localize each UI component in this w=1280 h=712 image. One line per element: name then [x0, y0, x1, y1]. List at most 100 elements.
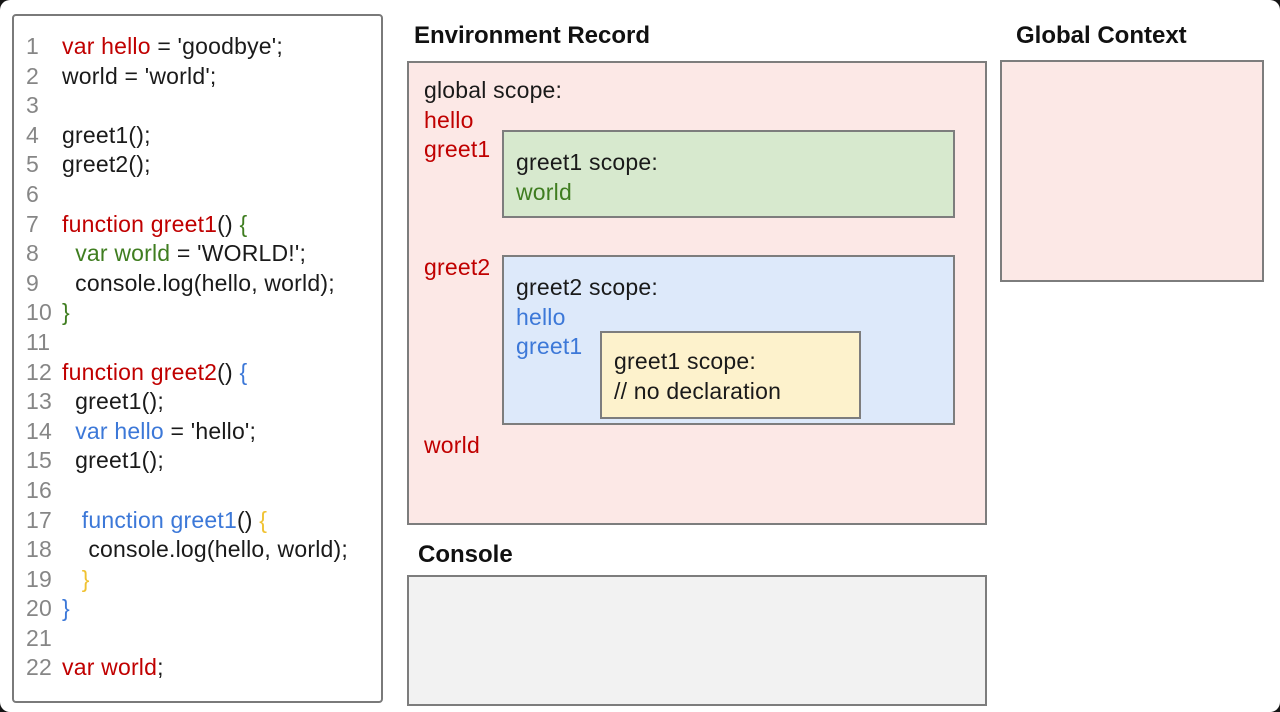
code-segment: ()	[217, 210, 240, 237]
global-scope-label: global scope:	[424, 77, 563, 103]
line-number: 10	[26, 299, 52, 326]
code-text: var hello = 'goodbye';	[62, 32, 381, 62]
code-line: 13 greet1();	[14, 387, 381, 417]
code-text: function greet2() {	[62, 358, 381, 388]
code-line: 18 console.log(hello, world);	[14, 535, 381, 565]
code-text	[62, 624, 381, 654]
code-text: function greet1() {	[62, 506, 381, 536]
environment-record-title: Environment Record	[414, 22, 651, 49]
code-text: greet1();	[62, 387, 381, 417]
line-number: 7	[26, 210, 39, 237]
line-number: 6	[26, 180, 39, 207]
code-segment: = 'WORLD!';	[170, 240, 307, 267]
global-scope-entry-world: world	[424, 432, 480, 458]
global-scope-box: global scope: hello greet1 greet2 world …	[407, 61, 987, 525]
global-scope-entry-greet1: greet1	[424, 136, 491, 162]
line-number: 1	[26, 33, 39, 59]
line-number: 12	[26, 358, 52, 385]
code-segment: var world	[75, 240, 171, 267]
code-segment: function greet1	[81, 506, 237, 533]
line-number: 15	[26, 447, 52, 474]
code-segment: console.log(hello, world);	[62, 269, 335, 296]
code-text: var world;	[62, 653, 381, 683]
code-text: greet1();	[62, 121, 381, 151]
code-text	[62, 91, 381, 121]
code-segment: console.log(hello, world);	[62, 536, 348, 563]
code-segment: {	[239, 210, 248, 237]
code-line: 1 var hello = 'goodbye';	[14, 32, 381, 62]
code-text: var hello = 'hello';	[62, 417, 381, 447]
code-text: function greet1() {	[62, 210, 381, 240]
line-number: 14	[26, 417, 52, 444]
code-line: 9 console.log(hello, world);	[14, 269, 381, 299]
code-segment	[62, 566, 82, 592]
code-line: 11	[14, 328, 381, 358]
code-line: 22 var world;	[14, 653, 381, 683]
line-number: 9	[26, 269, 39, 296]
line-number: 17	[26, 506, 52, 533]
code-segment: greet1();	[62, 447, 164, 474]
code-text: greet2();	[62, 150, 381, 180]
code-text: }	[62, 565, 381, 595]
code-line: 5 greet2();	[14, 150, 381, 180]
code-text: console.log(hello, world);	[62, 269, 381, 299]
greet2-scope-label: greet2 scope:	[516, 274, 658, 300]
code-line: 17 function greet1() {	[14, 506, 381, 536]
greet1-scope-label: greet1 scope:	[516, 149, 658, 175]
line-number: 19	[26, 565, 52, 592]
code-segment: greet1();	[62, 388, 164, 415]
line-number: 13	[26, 388, 52, 415]
code-segment: ()	[236, 506, 260, 533]
nested-greet1-scope-comment: // no declaration	[614, 377, 782, 404]
code-text: }	[62, 594, 381, 624]
code-text: greet1();	[62, 446, 381, 476]
code-line: 7 function greet1() {	[14, 210, 381, 240]
code-line: 20}	[14, 594, 381, 624]
line-number: 22	[26, 654, 52, 681]
line-number: 5	[26, 151, 39, 178]
nested-greet1-scope-label: greet1 scope:	[614, 348, 756, 374]
code-text	[62, 180, 381, 210]
global-scope-entry-hello: hello	[424, 107, 474, 133]
code-segment: {	[239, 358, 248, 385]
greet2-scope-entry-hello: hello	[516, 303, 566, 330]
code-text	[62, 476, 381, 506]
code-segment: = 'hello';	[163, 417, 257, 444]
line-number: 21	[26, 624, 52, 651]
code-segment: var world	[62, 654, 158, 681]
code-segment: }	[62, 595, 70, 622]
code-line: 21	[14, 624, 381, 654]
code-text	[62, 328, 381, 358]
code-segment: greet1();	[62, 121, 151, 148]
code-segment: = 'goodbye';	[150, 33, 283, 59]
line-number: 20	[26, 595, 52, 622]
code-text: world = 'world';	[62, 62, 381, 92]
code-segment	[62, 418, 75, 444]
code-segment: greet2();	[62, 151, 151, 178]
code-text: }	[62, 298, 381, 328]
code-segment: ()	[217, 358, 240, 385]
code-segment: }	[62, 299, 70, 326]
code-segment: ;	[157, 654, 164, 681]
global-context-title: Global Context	[1016, 22, 1187, 49]
code-text: var world = 'WORLD!';	[62, 239, 381, 269]
code-text: console.log(hello, world);	[62, 535, 381, 565]
line-number: 8	[26, 240, 39, 267]
nested-greet1-scope-box: greet1 scope: // no declaration	[600, 331, 861, 419]
code-segment: {	[259, 506, 268, 533]
line-number: 18	[26, 536, 52, 563]
code-segment: world = 'world';	[62, 62, 217, 89]
line-number: 11	[26, 328, 51, 355]
code-segment: }	[81, 565, 90, 592]
greet1-scope-box: greet1 scope: world	[502, 130, 955, 218]
code-line: 19 }	[14, 565, 381, 595]
global-context-box	[1000, 60, 1264, 282]
code-line: 6	[14, 180, 381, 210]
code-line: 12 function greet2() {	[14, 358, 381, 388]
code-segment: function greet2	[62, 358, 218, 385]
line-number: 3	[26, 92, 39, 119]
